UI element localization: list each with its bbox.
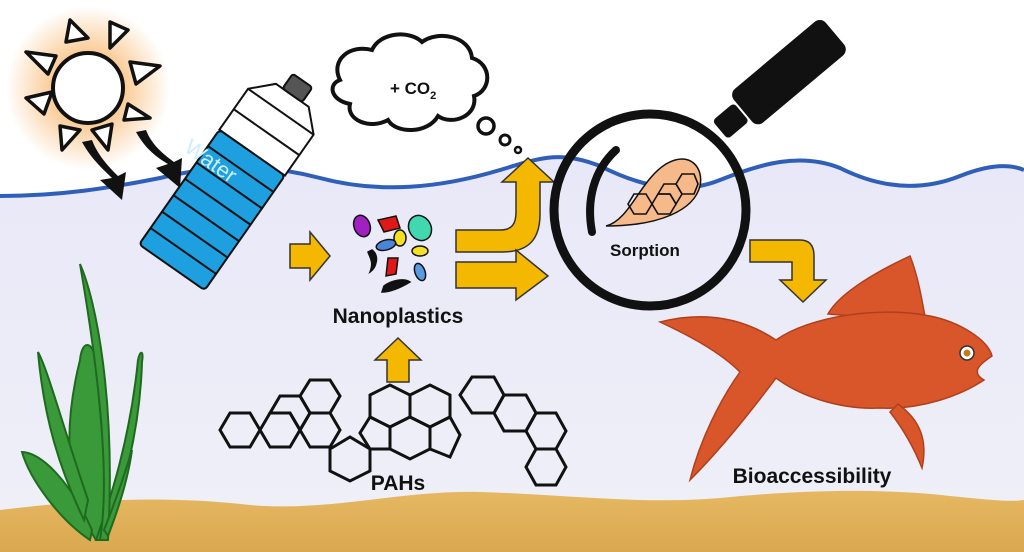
pah-molecules [218, 375, 568, 487]
sorption-particle [605, 158, 702, 227]
sorption-label: Sorption [610, 241, 680, 260]
fish-icon [657, 254, 993, 483]
bioaccessibility-label: Bioaccessibility [733, 465, 892, 488]
sun-icon [6, 6, 170, 170]
arrow-to-nanoplastics [289, 229, 331, 283]
sand-seabed [0, 490, 1024, 552]
seaweed-plant [20, 263, 144, 542]
arrow-to-sorption [455, 248, 550, 302]
magnifying-glass-icon: Sorption [549, 19, 846, 311]
arrow-pahs-to-nanoplastics [373, 336, 423, 383]
arrow-to-fish [749, 239, 828, 304]
nanoplastic-particles [352, 214, 433, 293]
sunlight-arrows [82, 130, 182, 200]
pah-molecule-indenopyrene [328, 383, 462, 483]
co2-label: + CO2 [390, 79, 436, 102]
nanoplastics-label: Nanoplastics [333, 305, 464, 328]
pahs-label: PAHs [371, 472, 425, 495]
pah-molecule-benzanthracene [458, 375, 568, 487]
pah-molecule-benzopyrene [218, 378, 342, 449]
water-bottle: Water [139, 73, 315, 290]
co2-thought-cloud: + CO2 [330, 32, 523, 155]
